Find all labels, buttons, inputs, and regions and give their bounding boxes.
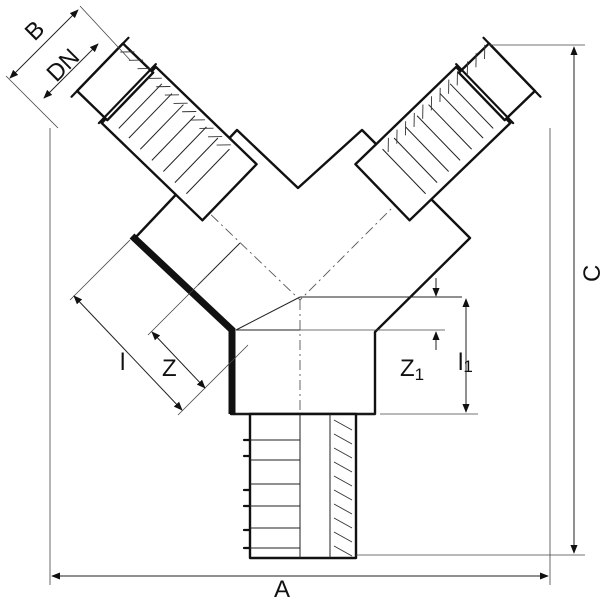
label-c: C xyxy=(579,265,600,282)
label-z1-main: Z xyxy=(400,355,415,382)
label-l1: l1 xyxy=(458,349,473,376)
hose-barb-upper-left xyxy=(70,36,258,222)
dimension-a xyxy=(49,128,551,585)
hose-barb-upper-right xyxy=(354,36,542,222)
dimension-c xyxy=(356,44,585,556)
label-b: B xyxy=(20,16,50,46)
wall-highlight xyxy=(129,233,236,414)
label-dn: DN xyxy=(41,44,85,88)
label-z1: Z1 xyxy=(400,355,424,384)
label-a: A xyxy=(274,576,290,601)
label-z1-sub: 1 xyxy=(415,365,424,384)
label-l1-sub: 1 xyxy=(463,357,472,376)
dimension-z1-l1 xyxy=(300,278,478,415)
dimension-l-z xyxy=(69,239,249,416)
label-l1-main: l xyxy=(458,349,463,376)
hose-barb-bottom xyxy=(242,412,358,560)
label-l: l xyxy=(120,349,125,376)
label-z: Z xyxy=(162,355,177,382)
dimension-dn xyxy=(43,43,99,99)
